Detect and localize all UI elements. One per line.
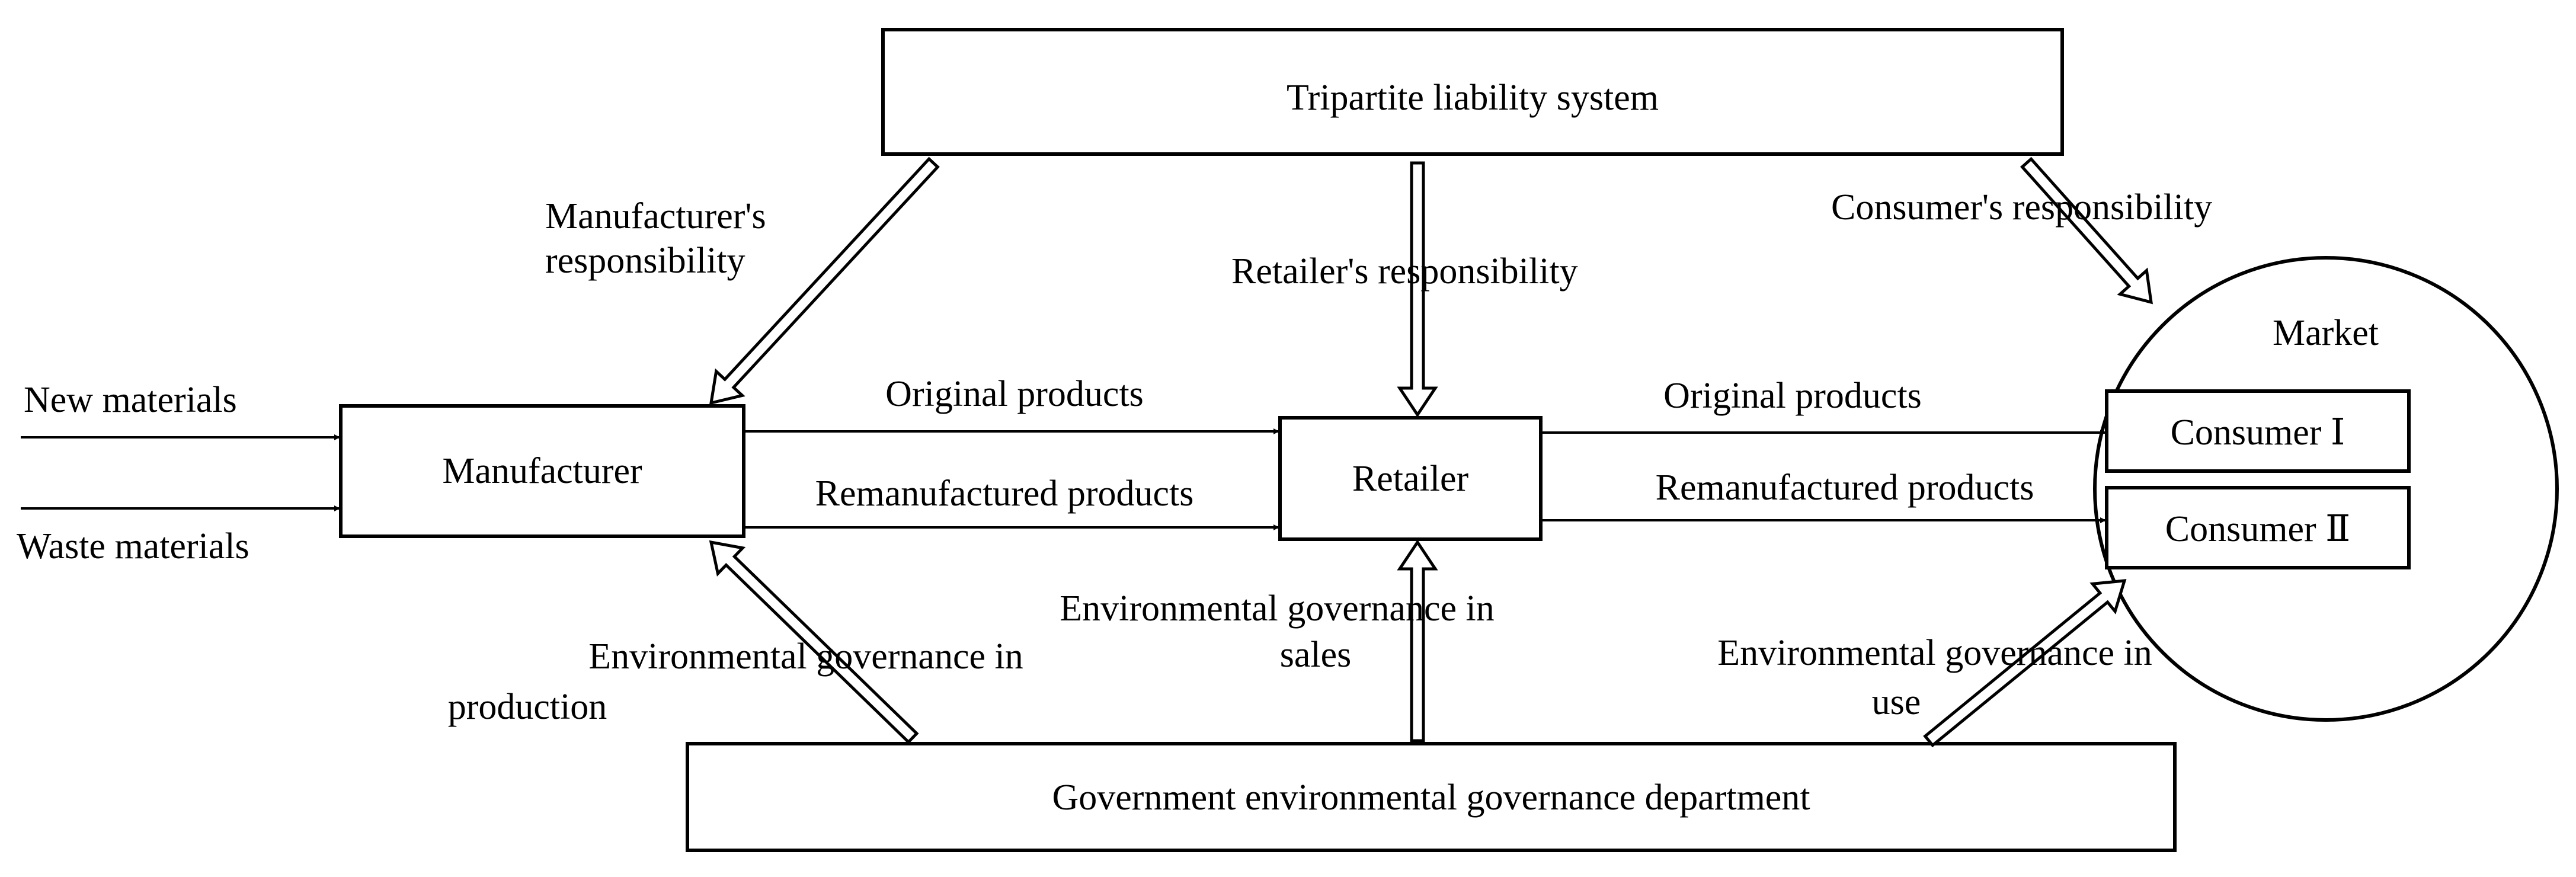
governance-production-label-2: production [448, 687, 607, 727]
consumer-2-label: Consumer Ⅱ [2165, 509, 2351, 549]
consumer-1-box [2105, 389, 2411, 473]
retailer-label: Retailer [1352, 459, 1469, 499]
tripartite-liability-box [881, 28, 2064, 156]
hollow-arrows [709, 156, 2153, 748]
retailer-responsibility-label: Retailer's responsibility [1231, 251, 1578, 292]
governance-use-label-2: use [1872, 682, 1921, 722]
tripartite-liability-label: Tripartite liability system [1287, 78, 1659, 118]
market-label: Market [2273, 313, 2379, 353]
government-label: Government environmental governance depa… [1052, 777, 1810, 818]
ret-original-products-label: Original products [1663, 376, 1922, 416]
waste-materials-label: Waste materials [17, 526, 249, 566]
consumer-responsibility-label: Consumer's responsibility [1831, 187, 2212, 228]
manufacturer-label: Manufacturer [442, 451, 642, 491]
governance-use-label-1: Environmental governance in [1717, 633, 2152, 673]
consumer-1-label: Consumer Ⅰ [2171, 412, 2345, 453]
mfr-remanufactured-products-label: Remanufactured products [815, 473, 1194, 514]
governance-sales-arrow [1397, 539, 1438, 742]
mfr-original-products-label: Original products [885, 374, 1144, 414]
ret-remanufactured-products-label: Remanufactured products [1656, 468, 2034, 508]
manufacturer-responsibility-arrow [709, 156, 940, 405]
governance-use-arrow [1923, 579, 2127, 748]
government-box [686, 742, 2177, 852]
retailer-responsibility-arrow [1397, 161, 1438, 418]
manufacturer-responsibility-label-2: responsibility [545, 241, 745, 281]
governance-sales-label-1: Environmental governance in [1060, 588, 1494, 629]
new-materials-label: New materials [24, 380, 237, 420]
governance-production-label-1: Environmental governance in [588, 636, 1023, 677]
manufacturer-box [339, 404, 745, 538]
manufacturer-responsibility-label-1: Manufacturer's [545, 196, 766, 236]
retailer-box [1278, 416, 1543, 541]
governance-production-arrow [709, 540, 919, 744]
consumer-2-box [2105, 486, 2411, 569]
consumer-responsibility-arrow [2020, 156, 2153, 305]
governance-sales-label-2: sales [1280, 635, 1352, 675]
